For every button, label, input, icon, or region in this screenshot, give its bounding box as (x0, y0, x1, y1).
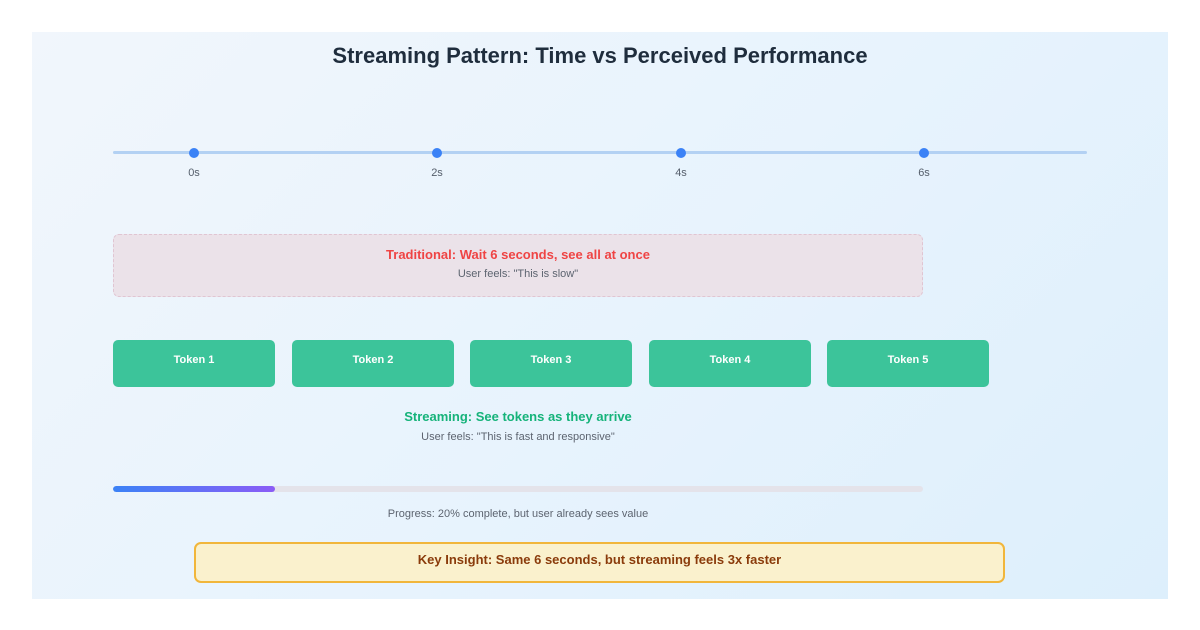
key-insight-callout: Key Insight: Same 6 seconds, but streami… (194, 542, 1005, 583)
progress-fill (113, 486, 275, 492)
timeline-tick-dot (189, 148, 199, 158)
traditional-heading: Traditional: Wait 6 seconds, see all at … (386, 247, 650, 262)
page-title: Streaming Pattern: Time vs Perceived Per… (332, 43, 868, 68)
token-block: Token 1 (113, 340, 275, 387)
timeline-tick-dot (676, 148, 686, 158)
timeline-axis (113, 151, 1087, 154)
token-block: Token 5 (827, 340, 989, 387)
streaming-feeling: User feels: "This is fast and responsive… (421, 431, 615, 443)
timeline-tick-dot (919, 148, 929, 158)
traditional-feeling: User feels: "This is slow" (457, 268, 579, 280)
timeline-tick-label: 4s (675, 167, 687, 179)
streaming-heading: Streaming: See tokens as they arrive (404, 409, 632, 424)
timeline-tick-label: 2s (431, 167, 443, 179)
traditional-box (113, 234, 923, 297)
token-block: Token 3 (470, 340, 632, 387)
progress-caption: Progress: 20% complete, but user already… (387, 508, 649, 520)
timeline-tick-dot (432, 148, 442, 158)
timeline-tick-label: 6s (918, 167, 930, 179)
timeline-tick-label: 0s (188, 167, 200, 179)
token-block: Token 2 (292, 340, 454, 387)
progress-bar (113, 486, 923, 492)
diagram-panel (32, 32, 1168, 599)
token-block: Token 4 (649, 340, 811, 387)
